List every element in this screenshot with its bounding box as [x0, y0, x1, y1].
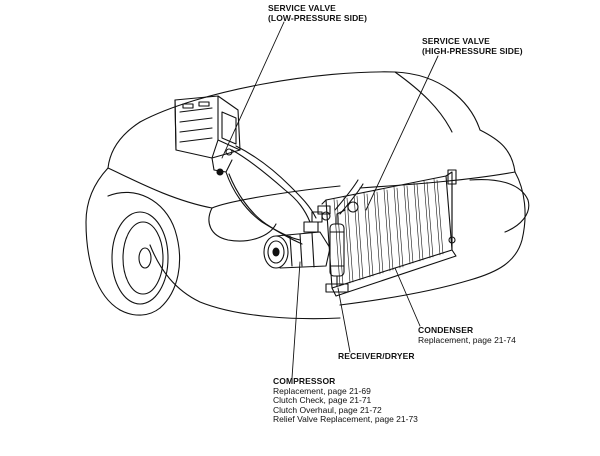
condenser-title: CONDENSER: [418, 325, 474, 335]
receiver-dryer: [325, 201, 359, 293]
car-body-outline: [85, 71, 530, 320]
refrigerant-hoses: [225, 145, 364, 245]
evaporator-unit: [174, 95, 241, 176]
service-valve-high-label: SERVICE VALVE (HIGH-PRESSURE SIDE): [422, 36, 523, 56]
compressor-label: COMPRESSOR Replacement, page 21-69 Clutc…: [273, 376, 418, 425]
compressor: [263, 211, 331, 269]
condenser-reference: Replacement, page 21-74: [418, 334, 516, 345]
service-valve-low-subtitle: (LOW-PRESSURE SIDE): [268, 12, 368, 23]
service-valve-high-subtitle: (HIGH-PRESSURE SIDE): [422, 45, 523, 56]
condenser-label: CONDENSER Replacement, page 21-74: [418, 325, 516, 345]
compressor-reference-clutch-overhaul: Clutch Overhaul, page 21-72: [273, 404, 382, 415]
compressor-reference-relief-valve: Relief Valve Replacement, page 21-73: [273, 414, 418, 424]
receiver-dryer-title: RECEIVER/DRYER: [338, 351, 415, 361]
front-wheel: [85, 191, 181, 316]
receiver-dryer-label: RECEIVER/DRYER: [338, 351, 415, 362]
service-valve-low-title: SERVICE VALVE: [268, 3, 336, 13]
leader-lines: [221, 21, 439, 379]
service-valve-high-title: SERVICE VALVE: [422, 36, 490, 46]
condenser: [317, 169, 457, 297]
compressor-title: COMPRESSOR: [273, 376, 336, 386]
compressor-reference-clutch-check: Clutch Check, page 21-71: [273, 395, 372, 405]
compressor-reference-replacement: Replacement, page 21-69: [273, 385, 371, 396]
service-valve-low-label: SERVICE VALVE (LOW-PRESSURE SIDE): [268, 3, 368, 23]
